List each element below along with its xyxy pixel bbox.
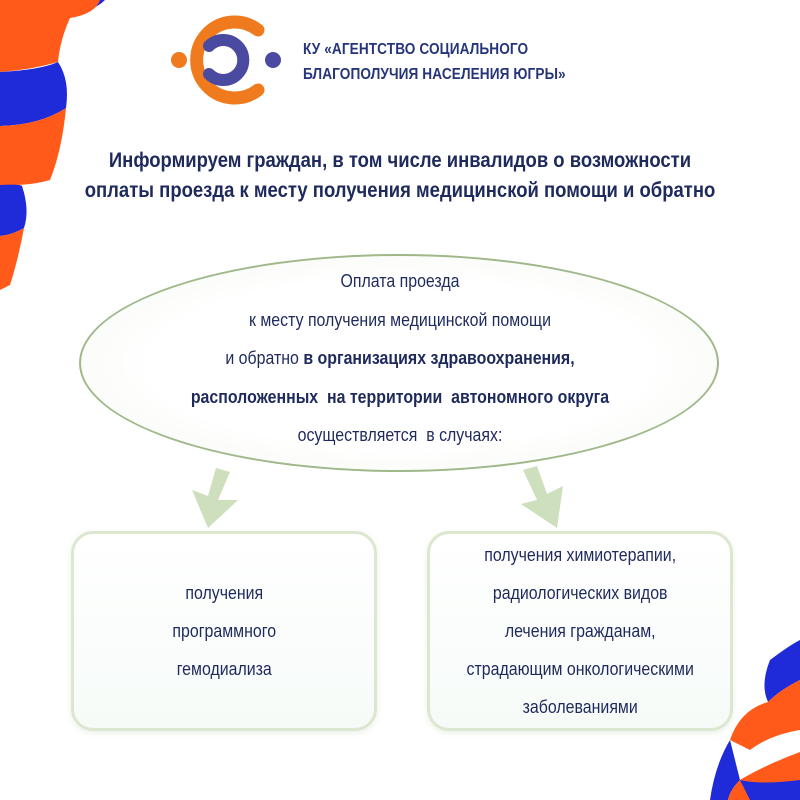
case-card-chemotherapy: получения химиотерапии, радиологических … xyxy=(427,531,733,731)
arrow-down-right-icon xyxy=(521,466,563,528)
organization-name-line1: КУ «АГЕНТСТВО СОЦИАЛЬНОГО xyxy=(303,41,529,58)
agency-logo-icon xyxy=(171,15,281,105)
arrow-down-left-icon xyxy=(192,468,238,528)
page-heading: Информируем граждан, в том числе инвалид… xyxy=(83,146,717,206)
ellipse-line3-bold: в организациях здравоохранения, xyxy=(303,347,575,368)
ellipse-line4: расположенных на территории автономного … xyxy=(108,378,693,417)
card-left-line: получения xyxy=(185,582,263,603)
ribbon-decoration-bottom-right xyxy=(710,640,800,800)
card-right-line: страдающим онкологическими xyxy=(466,658,694,679)
card-left-text: получения программного гемодиализа xyxy=(172,574,276,688)
ellipse-line2: к месту получения медицинской помощи xyxy=(248,308,552,330)
card-left-line: гемодиализа xyxy=(176,658,272,679)
info-ellipse xyxy=(79,254,719,472)
card-right-line: радиологических видов xyxy=(492,582,668,603)
card-right-line: лечения гражданам, xyxy=(504,620,656,641)
card-right-text: получения химиотерапии, радиологических … xyxy=(466,536,693,726)
ellipse-text: Оплата проезда к месту получения медицин… xyxy=(108,262,693,455)
case-card-hemodialysis: получения программного гемодиализа xyxy=(71,531,377,731)
ellipse-line1: Оплата проезда xyxy=(340,270,460,291)
ellipse-line3-regular: и обратно xyxy=(225,347,304,368)
ellipse-line4-bold: расположенных на территории автономного … xyxy=(190,385,610,407)
ellipse-line3: и обратно в организациях здравоохранения… xyxy=(108,339,693,378)
organization-name-line2: БЛАГОПОЛУЧИЯ НАСЕЛЕНИЯ ЮГРЫ» xyxy=(303,66,566,83)
ellipse-line5: осуществляется в случаях: xyxy=(297,424,503,445)
organization-name: КУ «АГЕНТСТВО СОЦИАЛЬНОГО БЛАГОПОЛУЧИЯ Н… xyxy=(303,37,567,87)
heading-line2: оплаты проезда к месту получения медицин… xyxy=(84,179,716,202)
heading-line1: Информируем граждан, в том числе инвалид… xyxy=(108,149,692,172)
card-right-line: получения химиотерапии, xyxy=(484,544,676,565)
card-left-line: программного xyxy=(172,620,276,641)
card-right-line: заболеваниями xyxy=(522,696,638,717)
ribbon-decoration-top-left xyxy=(0,0,105,290)
